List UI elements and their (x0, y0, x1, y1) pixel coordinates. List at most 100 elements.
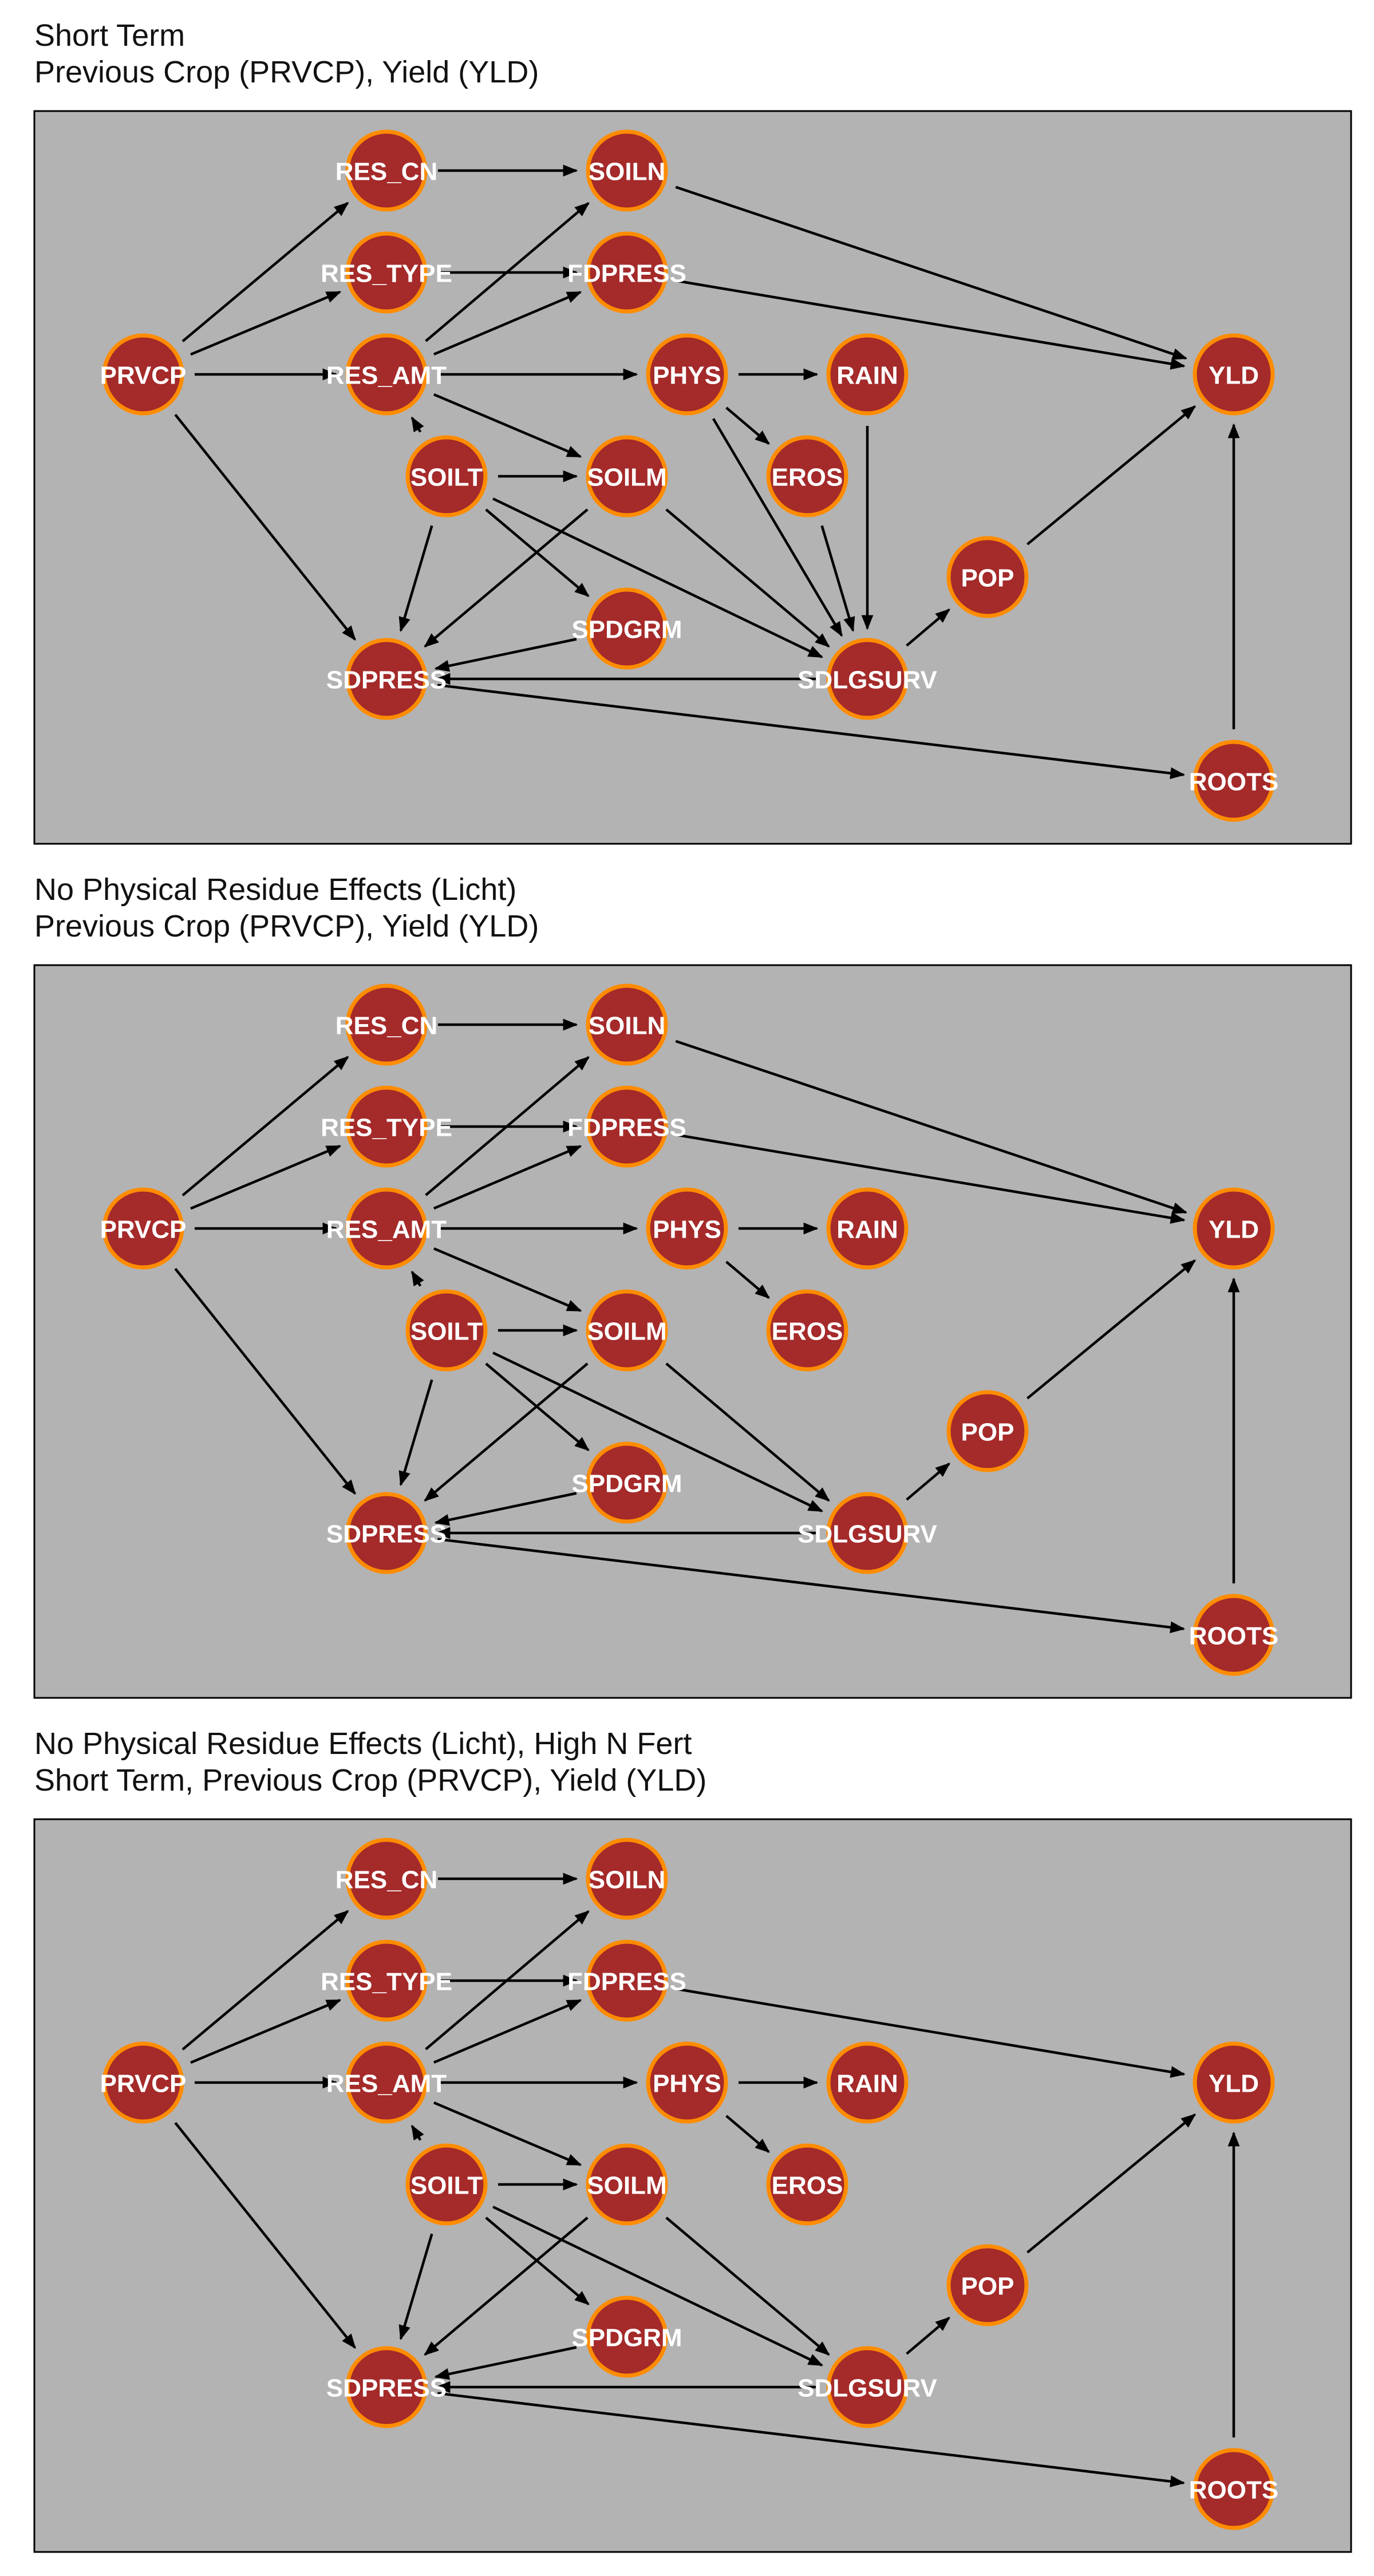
node-eros: EROS (766, 435, 848, 517)
node-yld: YLD (1193, 1187, 1275, 1270)
node-yld-circle (1193, 1187, 1275, 1270)
node-prvcp-circle (102, 1187, 184, 1270)
node-sdlgsurv: SDLGSURV (797, 2346, 937, 2428)
node-soilt-label: SOILT (410, 464, 483, 492)
node-soiln: SOILN (586, 983, 668, 1066)
node-soilt-circle (405, 2143, 488, 2226)
node-prvcp: PRVCP (100, 2041, 186, 2124)
node-res-type: RES_TYPE (321, 231, 452, 314)
node-roots-circle (1193, 1594, 1275, 1676)
node-res-amt-circle (345, 333, 428, 416)
node-phys: PHYS (646, 1187, 728, 1270)
node-res-type-circle (345, 1939, 428, 2022)
edge-prvcp-to-sdpress (174, 413, 356, 641)
node-roots-circle (1193, 740, 1275, 822)
node-soilm-circle (586, 435, 668, 517)
node-soiln-label: SOILN (589, 158, 665, 186)
node-sdlgsurv-circle (826, 638, 909, 720)
node-res-type: RES_TYPE (321, 1085, 452, 1168)
edge-phys-to-sdlgsurv (712, 418, 843, 637)
edge-soilt-to-sdpress (398, 1379, 433, 1487)
edge-sdlgsurv-to-pop (906, 1463, 950, 1501)
node-eros-circle (766, 435, 848, 517)
node-fdpress-circle (586, 1085, 668, 1168)
panel-2-title-line-2: Previous Crop (PRVCP), Yield (YLD) (34, 909, 539, 943)
edge-soilm-to-sdpress (424, 2217, 589, 2356)
node-pop: POP (946, 1390, 1029, 1472)
node-soiln-circle (586, 129, 668, 212)
edge-pop-to-yld (1026, 1259, 1197, 1400)
node-phys-label: PHYS (653, 362, 721, 390)
edge-fdpress-to-yld (677, 279, 1186, 370)
node-spdgrm: SPDGRM (571, 587, 682, 670)
edge-soilm-to-sdpress (424, 508, 589, 648)
node-res-type-circle (345, 231, 428, 314)
node-rain-label: RAIN (836, 362, 898, 390)
node-phys-circle (646, 2041, 728, 2124)
node-rain-circle (826, 2041, 909, 2124)
edge-sdpress-to-roots (437, 1538, 1186, 1634)
node-soilm: SOILM (586, 1289, 668, 1372)
node-sdlgsurv-circle (826, 2346, 909, 2428)
edge-soilt-to-sdpress (398, 525, 433, 633)
node-rain-label: RAIN (836, 1216, 898, 1244)
edge-soilt-to-sdlgsurv (492, 2206, 824, 2366)
node-soiln-circle (586, 1838, 668, 1920)
node-sdlgsurv-label: SDLGSURV (797, 2374, 937, 2403)
node-pop-label: POP (961, 2273, 1014, 2301)
edge-prvcp-to-res-type (190, 1998, 342, 2064)
node-res-cn-circle (345, 129, 428, 212)
node-rain: RAIN (826, 2041, 909, 2124)
node-sdpress-label: SDPRESS (326, 2374, 447, 2403)
node-soilm-label: SOILM (587, 1318, 666, 1346)
node-sdpress-label: SDPRESS (326, 666, 447, 694)
node-soilm-label: SOILM (587, 464, 666, 492)
node-res-cn: RES_CN (335, 983, 437, 1066)
edge-sdlgsurv-to-pop (906, 2317, 950, 2355)
panel-3-edges (174, 1872, 1240, 2488)
node-res-type-label: RES_TYPE (321, 1968, 452, 1996)
node-res-amt-circle (345, 1187, 428, 1270)
node-soilt-label: SOILT (410, 1318, 483, 1346)
node-eros: EROS (766, 2143, 848, 2226)
panel-2-edges (174, 1018, 1240, 1634)
node-res-amt-label: RES_AMT (326, 2070, 447, 2098)
node-sdlgsurv-circle (826, 1492, 909, 1574)
node-rain-circle (826, 1187, 909, 1270)
edge-phys-to-eros (725, 2115, 770, 2153)
edge-sdpress-to-roots (437, 683, 1186, 780)
edge-soilm-to-sdpress (424, 1362, 589, 1502)
edge-prvcp-to-res-type (190, 290, 342, 356)
node-rain: RAIN (826, 1187, 909, 1270)
edge-soiln-to-yld (675, 1040, 1188, 1214)
node-sdpress-circle (345, 1492, 428, 1574)
node-prvcp: PRVCP (100, 1187, 186, 1270)
node-sdlgsurv-label: SDLGSURV (797, 1520, 937, 1548)
node-pop-label: POP (961, 1419, 1014, 1447)
node-res-cn-label: RES_CN (335, 158, 438, 186)
node-res-type: RES_TYPE (321, 1939, 452, 2022)
edge-res-amt-to-soilm (433, 393, 582, 458)
node-sdlgsurv: SDLGSURV (797, 1492, 937, 1574)
node-roots-circle (1193, 2448, 1275, 2530)
node-res-type-label: RES_TYPE (321, 1114, 452, 1142)
edge-prvcp-to-res-type (190, 1144, 342, 1210)
panel-1-title-line-2: Previous Crop (PRVCP), Yield (YLD) (34, 55, 539, 89)
node-phys: PHYS (646, 333, 728, 416)
node-spdgrm-circle (586, 1441, 668, 1524)
node-roots: ROOTS (1189, 1594, 1278, 1676)
node-res-cn-label: RES_CN (335, 1866, 438, 1894)
node-res-type-label: RES_TYPE (321, 260, 452, 288)
edge-soilt-to-res-amt (410, 2124, 424, 2141)
edge-soilt-to-sdlgsurv (492, 1352, 824, 1512)
panel-3-title-line-1: No Physical Residue Effects (Licht), Hig… (34, 1726, 692, 1761)
node-res-amt-label: RES_AMT (326, 1216, 447, 1244)
node-soiln: SOILN (586, 1838, 668, 1920)
node-res-cn-circle (345, 1838, 428, 1920)
edge-soilt-to-sdlgsurv (492, 497, 824, 658)
